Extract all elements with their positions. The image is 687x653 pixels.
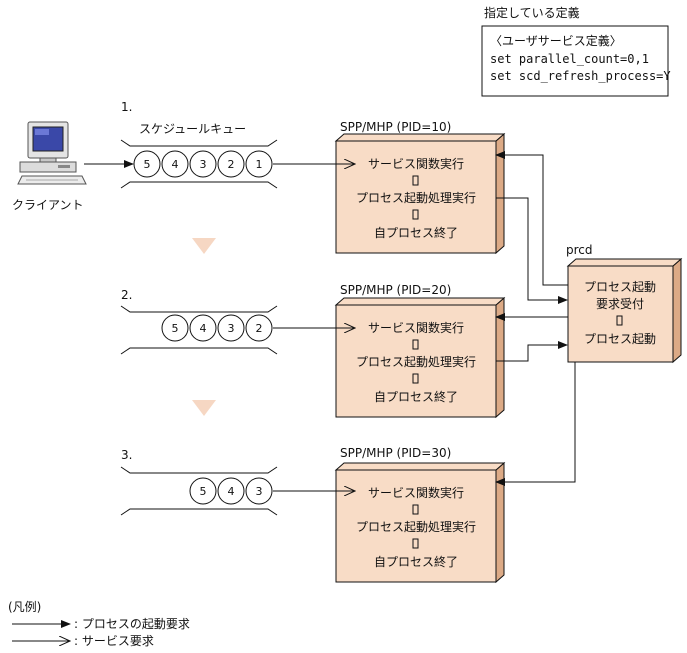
queue-item-label: 4 [200, 322, 207, 335]
step-connector-icon [412, 504, 419, 515]
process-line-startup-2: プロセス起動処理実行 [356, 354, 476, 369]
schedule-queue-3: 5 4 3 [120, 466, 278, 516]
process-title-1: SPP/MHP (PID=10) [340, 120, 451, 134]
startup-request-arrow-2 [496, 341, 568, 362]
queue-label: スケジュールキュー [139, 122, 246, 136]
process-line-startup-1: プロセス起動処理実行 [356, 190, 476, 205]
spec-caption: 指定している定義 [484, 5, 580, 20]
process-line-service-3: サービス関数実行 [368, 485, 464, 500]
spec-box [481, 25, 669, 97]
process-line-service-1: サービス関数実行 [368, 156, 464, 171]
queue-item-label: 5 [144, 158, 151, 171]
queue-item [189, 477, 217, 505]
queue-item [189, 314, 217, 342]
step-connector-icon [412, 209, 419, 220]
step-connector-icon [412, 538, 419, 549]
queue-item [245, 314, 273, 342]
step-connector-icon [412, 175, 419, 186]
queue-item-label: 3 [256, 485, 263, 498]
schedule-queue-2: 5 4 3 2 [120, 305, 278, 355]
queue-item-label: 2 [256, 322, 263, 335]
process-line-startup-3: プロセス起動処理実行 [356, 519, 476, 534]
process-line-exit-1: 自プロセス終了 [374, 225, 458, 240]
queue-item-label: 3 [228, 322, 235, 335]
queue-item [189, 150, 217, 178]
prcd-line-accept: 要求受付 [596, 297, 644, 311]
step-connector-icon [616, 315, 623, 326]
legend-startup-label: : プロセスの起動要求 [74, 617, 190, 631]
process-box-2: サービス関数実行 プロセス起動処理実行 自プロセス終了 [334, 296, 506, 419]
prcd-title: prcd [566, 243, 593, 257]
queue-item [133, 150, 161, 178]
stage-label-2: 2. [121, 288, 132, 302]
client-computer-icon [17, 121, 87, 185]
spec-panel: 指定している定義 〈ユーザサービス定義〉 set parallel_count=… [481, 5, 671, 97]
startup-request-arrow-1 [496, 197, 568, 304]
queue-item-label: 4 [172, 158, 179, 171]
stage-label-3: 3. [121, 448, 132, 462]
startup-arrow-to-pid30 [495, 362, 576, 486]
step-connector-icon [412, 339, 419, 350]
queue-item [245, 150, 273, 178]
startup-arrow-to-pid10 [495, 151, 568, 286]
process-title-3: SPP/MHP (PID=30) [340, 446, 451, 460]
process-box-3: サービス関数実行 プロセス起動処理実行 自プロセス終了 [334, 461, 506, 584]
queue-item [245, 477, 273, 505]
process-line-service-2: サービス関数実行 [368, 320, 464, 335]
prcd-box: プロセス起動 要求受付 プロセス起動 [566, 257, 683, 364]
stage-label-1: 1. [121, 100, 132, 114]
client-label: クライアント [12, 198, 84, 212]
queue-item-label: 3 [200, 158, 207, 171]
queue-item [161, 150, 189, 178]
queue-item [217, 314, 245, 342]
queue-item-label: 4 [228, 485, 235, 498]
process-line-exit-3: 自プロセス終了 [374, 554, 458, 569]
queue-item [217, 150, 245, 178]
down-arrow-icon [192, 400, 216, 416]
process-box-1: サービス関数実行 プロセス起動処理実行 自プロセス終了 [334, 132, 506, 255]
process-line-exit-2: 自プロセス終了 [374, 389, 458, 404]
prcd-line-start: プロセス起動 [584, 332, 656, 346]
process-title-2: SPP/MHP (PID=20) [340, 283, 451, 297]
legend-service-label: : サービス要求 [74, 634, 154, 648]
queue-item-label: 5 [172, 322, 179, 335]
spec-line-2: set parallel_count=0,1 [490, 52, 649, 66]
schedule-queue-1: 5 4 3 2 1 [120, 139, 278, 189]
down-arrow-icon [192, 238, 216, 254]
spec-line-3: set scd_refresh_process=Y [490, 69, 671, 83]
queue-item-label: 2 [228, 158, 235, 171]
queue-item [217, 477, 245, 505]
queue-item-label: 5 [200, 485, 207, 498]
prcd-line-request: プロセス起動 [584, 280, 656, 294]
spec-line-1: 〈ユーザサービス定義〉 [490, 33, 622, 48]
queue-item [161, 314, 189, 342]
legend-title: (凡例) [8, 600, 41, 614]
step-connector-icon [412, 373, 419, 384]
queue-item-label: 1 [256, 158, 263, 171]
